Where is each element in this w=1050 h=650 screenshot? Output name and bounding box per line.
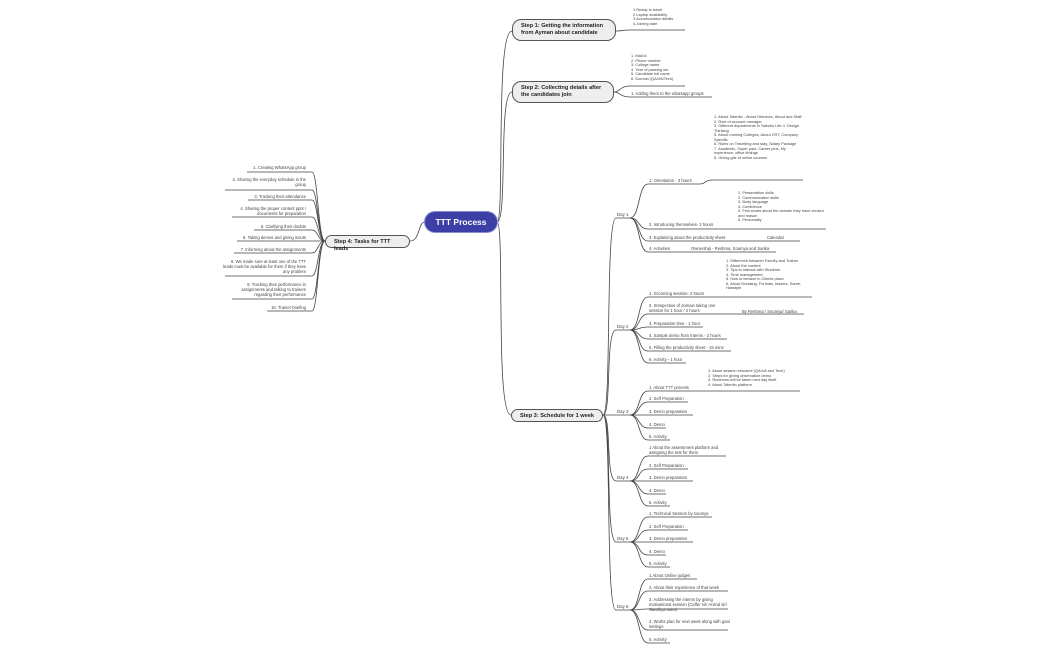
day1-orientation: 1. Orientation - 3 hours (649, 178, 692, 183)
day2-by: By Reshma / Soumya/ Sarika (742, 309, 797, 314)
day6-addressing: 3. Addressing the interns by giving moti… (649, 597, 727, 612)
step4-node[interactable]: Step 4: Tasks for TTT leads (325, 235, 410, 252)
day4-demo-prep: 3. Demo preparation (649, 475, 688, 480)
step3-node[interactable]: Step 3: Schedule for 1 week (511, 409, 603, 422)
day2-irrespective: 2. Irrespective of domain taking one ses… (649, 303, 716, 313)
step2-item-whatsapp: 1. Adding them to the whatsapp groups (631, 91, 704, 96)
day1-calendar: Calendar (767, 235, 784, 240)
day2-prep: 3. Preparation time - 1 hour (649, 321, 700, 326)
day3-about-details: 1. About session structure (QA/VA and Te… (708, 368, 785, 387)
day2-activity: 6. Activity - 1 hour (649, 357, 683, 362)
day1-ownership: Ownership - Reshma, Soumya and Sarika (691, 246, 770, 251)
day5-activity: 5. Activity (649, 561, 667, 566)
step2-node[interactable]: Step 2: Collecting details after the can… (512, 81, 614, 103)
day3-activity: 5. Activity (649, 434, 667, 439)
day2-sample: 4. Sample demo from Interns - 2 hours (649, 333, 721, 338)
day3-demo-prep: 3. Demo preparation (649, 409, 688, 414)
day5-demo-prep: 3. Demo preparation (649, 536, 688, 541)
day6-judges: 1.About Online judges (649, 573, 691, 578)
day1-introducing: 2. Introducing themselves- 2 hours (649, 222, 714, 227)
step1-node[interactable]: Step 1: Getting the information from Aym… (512, 19, 616, 41)
day4-activity: 5. Activity (649, 500, 667, 505)
day1-label: Day 1 (617, 212, 629, 217)
day6-works: 4. Works plan for next week along with g… (649, 619, 730, 629)
day3-demo: 4. Demo (649, 422, 665, 427)
step4-item-6: 6. Taking demos and giving inouts (242, 235, 306, 240)
step4-item-8: 8. We made sure at least one of the TTT … (223, 259, 306, 274)
step4-item-1: 1. Creating WhatsApp group (253, 165, 306, 170)
day5-self: 2. Self Preparation (649, 524, 684, 529)
step4-item-2: 2. Sharing the everyday schedule in the … (232, 177, 306, 187)
step2-details: 1. Mail id 2. Phone number 3. College na… (631, 53, 674, 81)
step4-item-10: 10. Trainer briefing (271, 305, 306, 310)
day5-tech: 1. Technical Session by soumya (649, 511, 709, 516)
day5-label: Day 5 (617, 536, 629, 541)
step4-item-3: 3. Tracking their attendance (254, 194, 306, 199)
step4-item-9: 9. Tracking their performance in assignm… (241, 282, 306, 297)
day2-filling: 5. Filling the productivity sheet - 15 m… (649, 345, 724, 350)
step1-details: 1.Ready to travel 2.Laptop availability … (633, 7, 674, 26)
day1-orientation-details: 1. About Talentio - About Directors, Abo… (714, 114, 802, 160)
day2-grooming: 1. Grooming session- 2 hours (649, 291, 704, 296)
day4-about: 1 About the assessment platform and assi… (649, 445, 719, 455)
step4-item-5: 5. Clarifying their doubts (260, 224, 306, 229)
day2-grooming-details: 1. Difference between Faculty and Traine… (726, 258, 802, 290)
day4-label: Day 4 (617, 475, 629, 480)
day1-explaining: 3. Explaining about the productivity she… (649, 235, 726, 240)
day3-self: 2. Self Preparation (649, 396, 684, 401)
day3-label: Day 3 (617, 409, 629, 414)
day6-label: Day 6 (617, 604, 629, 609)
day1-activities: 4. Activities (649, 246, 670, 251)
day2-label: Day 2 (617, 324, 629, 329)
day5-demo: 4. Demo (649, 549, 665, 554)
day6-experience: 2. About their experience of that week (649, 585, 720, 590)
day3-about: 1. About TTT process (649, 385, 689, 390)
root-node[interactable]: TTT Process (425, 212, 497, 232)
day4-demo: 4. Demo (649, 488, 665, 493)
day4-self: 2. Self Preparation (649, 463, 684, 468)
step4-item-4: 4. Sharing the proper content ppts / doc… (240, 206, 306, 216)
day6-activity: 5. Activity (649, 637, 667, 642)
day1-introducing-details: 1. Presentation skills 2. Communication … (738, 190, 824, 222)
step4-item-7: 7. Informing about the assignments (240, 247, 306, 252)
